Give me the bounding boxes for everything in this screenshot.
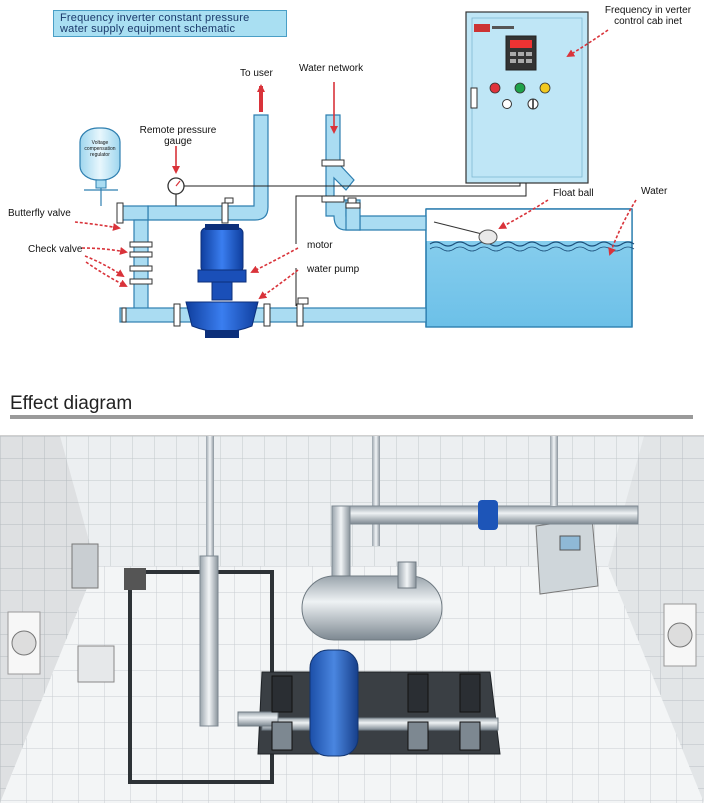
wall-fan-right: [663, 603, 697, 667]
label-check-valve: Check valve: [28, 244, 83, 255]
label-water-pump: water pump: [307, 264, 360, 275]
blue-diaphragm-tank: [309, 649, 359, 757]
label-voltage-tank-line1: Voltage: [91, 140, 109, 146]
indicator-light-green: [514, 82, 526, 94]
pump-motor: [185, 224, 259, 338]
schematic-title-line2: water supply equipment schematic: [60, 23, 236, 35]
room-control-cabinet: [535, 517, 599, 595]
label-to-user: To user: [240, 68, 273, 79]
pressure-tank: [79, 127, 121, 206]
label-control-cabinet-line1: Frequency in verter: [604, 5, 692, 16]
label-voltage-tank: Voltage compensation regulator: [80, 140, 120, 158]
label-float-ball: Float ball: [553, 188, 594, 199]
label-water: Water: [641, 186, 668, 197]
schematic-drawing: [74, 11, 637, 338]
stainless-pressure-tank: [301, 561, 443, 641]
label-control-cabinet-line2: control cab inet: [614, 16, 682, 27]
effect-top-border: [0, 435, 704, 436]
equipment-room-illustration: [0, 436, 704, 803]
control-wiring: [184, 183, 527, 306]
label-water-network: Water network: [299, 63, 364, 74]
label-remote-pressure-gauge: Remote pressure gauge: [130, 125, 226, 147]
indicator-light-yellow: [539, 82, 551, 94]
schematic-diagram: Frequency inverter constant pressure wat…: [0, 0, 704, 392]
effect-diagram-heading: Effect diagram: [10, 393, 133, 414]
wall-fan-left: [7, 611, 41, 675]
valves-flanges: [116, 159, 361, 327]
label-voltage-tank-line2: compensation: [84, 146, 116, 152]
schematic-title-line1: Frequency inverter constant pressure: [60, 12, 250, 24]
remote-pressure-gauge: [167, 177, 185, 206]
label-motor: motor: [307, 240, 333, 251]
pump-row: [271, 673, 481, 751]
effect-diagram-image: [0, 436, 704, 803]
label-control-cabinet: Frequency in verter control cab inet: [596, 5, 700, 27]
label-butterfly-valve: Butterfly valve: [8, 208, 71, 219]
label-remote-gauge-line2: gauge: [164, 136, 192, 147]
water-tank: [425, 208, 635, 328]
float-ball: [433, 221, 498, 245]
effect-heading-rule: [10, 415, 693, 419]
indicator-light-red: [489, 82, 501, 94]
label-voltage-tank-line3: regulator: [90, 152, 110, 158]
pointer-arrows: [74, 29, 637, 300]
control-cabinet: [465, 11, 589, 184]
schematic-title: Frequency inverter constant pressure wat…: [53, 10, 287, 37]
label-remote-gauge-line1: Remote pressure: [139, 125, 217, 136]
